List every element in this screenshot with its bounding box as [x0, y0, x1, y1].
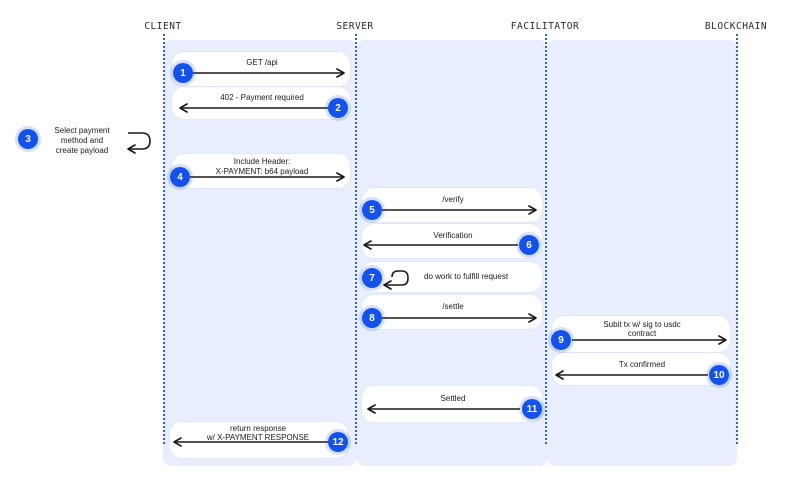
step-badge-4: 4	[170, 167, 190, 187]
self-loop-arrow-3	[127, 132, 151, 154]
label-step-12-line1: return response	[229, 424, 287, 433]
lane-title-facilitator: FACILITATOR	[510, 21, 580, 32]
step-badge-11: 11	[522, 399, 542, 419]
message-pill-11	[362, 386, 542, 422]
message-pill-4	[172, 154, 350, 188]
step-badge-6: 6	[519, 235, 539, 255]
label-step-9-line2: contract	[627, 329, 657, 338]
lifeline-blockchain	[736, 34, 738, 444]
lane-title-server: SERVER	[336, 21, 374, 32]
lifeline-facilitator	[545, 34, 547, 444]
step-badge-7: 7	[362, 268, 382, 288]
lifeline-server	[355, 34, 357, 444]
step-badge-10: 10	[709, 365, 729, 385]
step-badge-8: 8	[362, 308, 382, 328]
lane-band-facilitator-blockchain	[547, 40, 737, 466]
label-step-6: Verification	[433, 231, 473, 240]
step-badge-12: 12	[328, 432, 348, 452]
lane-title-blockchain: BLOCKCHAIN	[704, 21, 768, 32]
label-step-3-line3: create payload	[55, 146, 109, 155]
step-badge-3: 3	[18, 129, 38, 149]
message-pill-5	[362, 188, 542, 222]
self-loop-arrow-7	[383, 270, 409, 290]
message-pill-8	[362, 295, 542, 329]
message-pill-12	[170, 422, 348, 458]
step-badge-2: 2	[328, 98, 348, 118]
label-step-2: 402 - Payment required	[220, 93, 304, 102]
lane-title-client: CLIENT	[144, 21, 182, 32]
label-step-4-line2: X-PAYMENT: b64 payload	[215, 167, 309, 176]
step-badge-5: 5	[362, 200, 382, 220]
label-step-3-line1: Select payment	[54, 126, 110, 135]
step-badge-1: 1	[173, 63, 193, 83]
label-step-10: Tx confirmed	[618, 360, 666, 369]
message-pill-2	[172, 87, 350, 119]
label-step-5: /verify	[442, 195, 464, 204]
message-pill-1	[172, 52, 350, 86]
label-step-8: /settle	[442, 302, 464, 311]
label-step-9-line1: Subit tx w/ sig to usdc	[603, 320, 681, 329]
label-step-12-line2: w/ X-PAYMENT RESPONSE	[206, 433, 310, 442]
label-step-3-line2: method and	[60, 136, 104, 145]
lifeline-client	[163, 34, 165, 444]
label-step-4-line1: Include Header:	[233, 157, 291, 166]
label-step-7: do work to fulfill request	[424, 272, 509, 281]
step-badge-9: 9	[551, 330, 571, 350]
message-pill-6	[362, 224, 542, 258]
label-step-11: Settled	[440, 394, 466, 403]
message-pill-10	[552, 353, 730, 385]
label-step-1: GET /api	[246, 58, 278, 67]
message-pill-9	[552, 316, 730, 352]
